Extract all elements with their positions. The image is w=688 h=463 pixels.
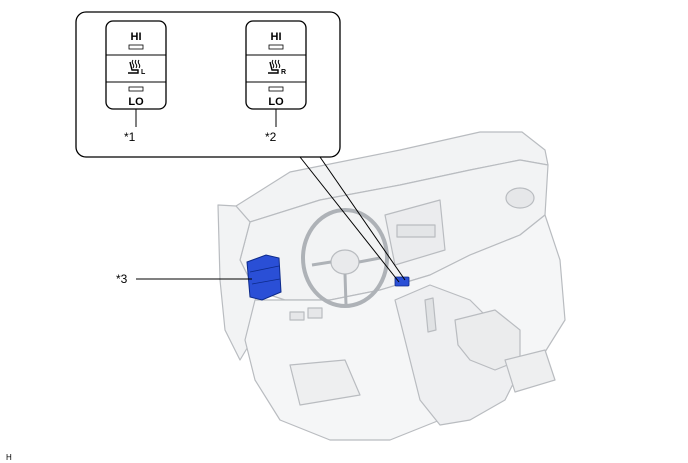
figure-code: H: [6, 453, 12, 462]
side-letter: R: [281, 69, 286, 76]
leader-line: [319, 156, 406, 281]
callout-label-3: *3: [116, 272, 128, 286]
seat-heater-switch-right: HI R LO: [245, 20, 307, 127]
callout-label-1: *1: [124, 130, 136, 144]
hi-label: HI: [271, 31, 282, 43]
hi-indicator: [128, 44, 144, 50]
hi-indicator: [268, 44, 284, 50]
seat-heater-switch-assembly: [394, 276, 410, 287]
hi-label: HI: [131, 31, 142, 43]
side-letter: L: [141, 69, 146, 76]
lo-indicator: [128, 86, 144, 92]
vehicle-interior-illustration: [217, 131, 566, 441]
callout-label-2: *2: [265, 130, 277, 144]
seat-heater-icon: [268, 59, 281, 74]
leader-line: [299, 156, 400, 283]
seat-heater-icon: [128, 59, 141, 74]
seat-heater-control-module: [246, 254, 282, 301]
seat-heater-switch-left: HI L LO: [105, 20, 167, 127]
lo-indicator: [268, 86, 284, 92]
lo-label: LO: [128, 96, 144, 108]
lo-label: LO: [268, 96, 284, 108]
